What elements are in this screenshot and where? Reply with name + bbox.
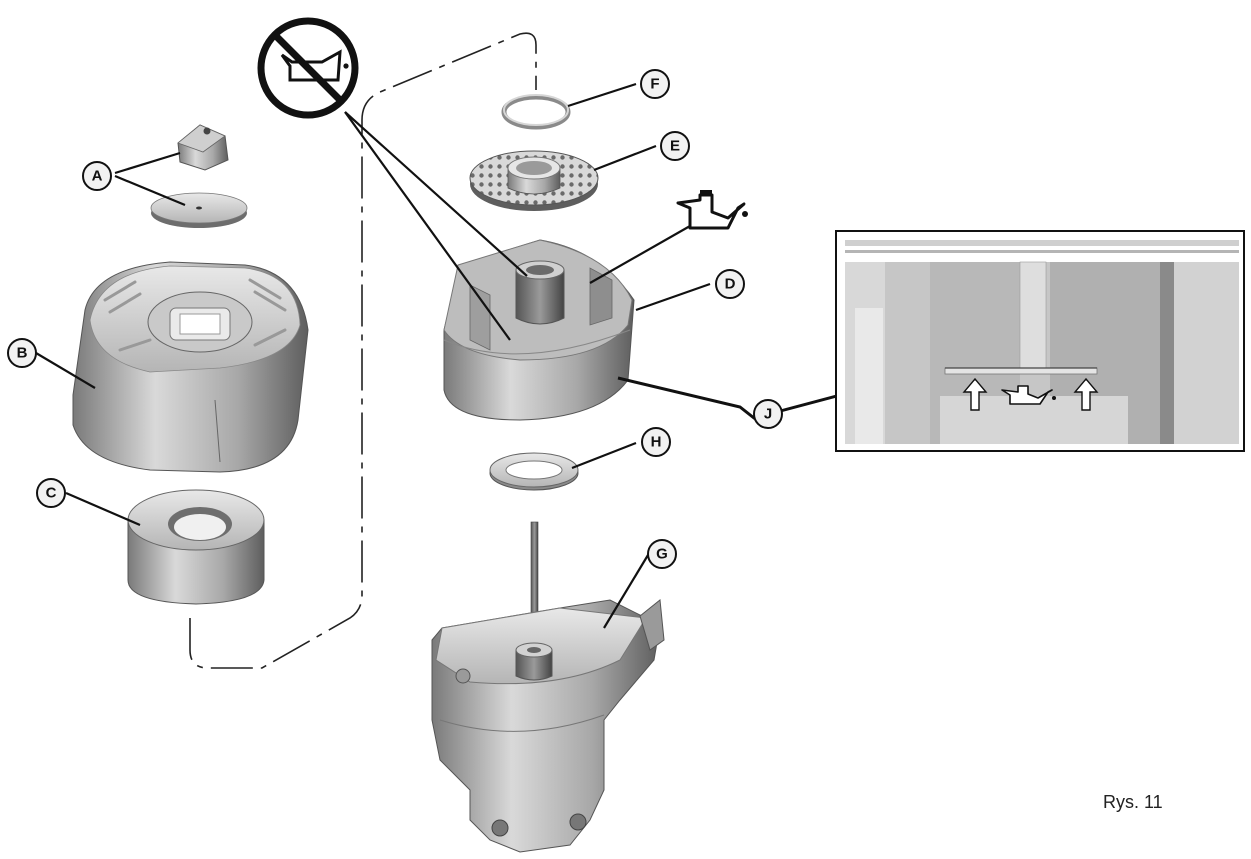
- svg-text:C: C: [46, 485, 57, 502]
- part-a-plate: [150, 192, 248, 228]
- callout-d: D: [715, 269, 745, 299]
- no-oil-icon: [257, 17, 359, 119]
- callout-b: B: [7, 338, 37, 368]
- svg-text:H: H: [651, 434, 662, 451]
- callout-h: H: [641, 427, 671, 457]
- up-arrow-left: [962, 377, 988, 411]
- part-a-knob: [177, 124, 229, 171]
- svg-text:A: A: [92, 168, 103, 185]
- oil-can-icon: [676, 190, 748, 230]
- svg-text:G: G: [656, 546, 668, 563]
- svg-text:D: D: [725, 276, 736, 293]
- leader-lines: [35, 82, 943, 629]
- part-e-disc: [469, 150, 599, 211]
- detail-inset: [835, 230, 1245, 452]
- part-b-cover: [72, 261, 309, 473]
- callout-j: J: [753, 399, 783, 429]
- part-c-filter: [127, 489, 265, 605]
- svg-text:J: J: [764, 406, 772, 423]
- figure-caption: Rys. 11: [1103, 792, 1163, 812]
- part-g-base: [431, 521, 665, 853]
- svg-text:E: E: [670, 138, 680, 155]
- inset-oil-can-icon: [1001, 385, 1053, 405]
- callout-e: E: [660, 131, 690, 161]
- svg-text:F: F: [650, 76, 659, 93]
- callout-c: C: [36, 478, 66, 508]
- part-f-ring: [501, 94, 571, 130]
- part-h-washer: [489, 452, 579, 491]
- part-d-housing: [443, 239, 635, 421]
- svg-text:B: B: [17, 345, 28, 362]
- up-arrow-right: [1073, 377, 1099, 411]
- callout-g: G: [647, 539, 677, 569]
- callout-a: A: [82, 161, 112, 191]
- assembly-dash-line: [189, 32, 537, 669]
- callout-f: F: [640, 69, 670, 99]
